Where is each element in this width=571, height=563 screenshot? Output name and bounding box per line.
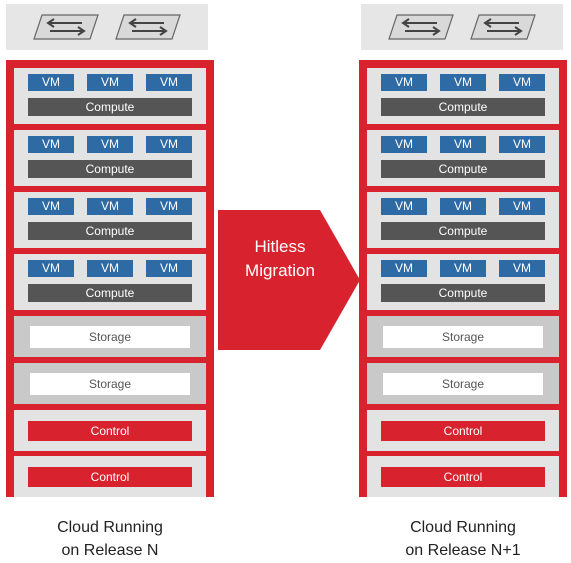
- vm-box: VM: [87, 198, 133, 215]
- vm-box: VM: [499, 136, 545, 153]
- vm-box: VM: [146, 260, 192, 277]
- storage-node: Storage: [367, 316, 559, 357]
- compute-node: VM VM VM Compute: [367, 130, 559, 186]
- migration-label-line: Migration: [245, 261, 315, 280]
- control-label: Control: [28, 421, 192, 441]
- compute-label: Compute: [28, 222, 192, 240]
- vm-box: VM: [440, 74, 486, 91]
- vm-box: VM: [499, 198, 545, 215]
- switch-bar-left: [6, 4, 208, 50]
- storage-label: Storage: [383, 373, 543, 395]
- vm-box: VM: [87, 74, 133, 91]
- compute-label: Compute: [28, 160, 192, 178]
- vm-box: VM: [146, 198, 192, 215]
- compute-label: Compute: [381, 160, 545, 178]
- storage-node: Storage: [367, 363, 559, 404]
- compute-label: Compute: [381, 284, 545, 302]
- vm-box: VM: [381, 198, 427, 215]
- storage-label: Storage: [30, 326, 190, 348]
- vm-box: VM: [87, 260, 133, 277]
- compute-node: VM VM VM Compute: [14, 254, 206, 310]
- vm-box: VM: [381, 260, 427, 277]
- compute-node: VM VM VM Compute: [367, 68, 559, 124]
- compute-node: VM VM VM Compute: [14, 68, 206, 124]
- control-label: Control: [28, 467, 192, 487]
- cloud-caption-release-n: Cloud Running on Release N: [6, 516, 214, 562]
- vm-box: VM: [87, 136, 133, 153]
- storage-node: Storage: [14, 363, 206, 404]
- control-node: Control: [14, 410, 206, 451]
- vm-box: VM: [440, 136, 486, 153]
- network-switch-icon: [114, 12, 182, 42]
- compute-node: VM VM VM Compute: [367, 192, 559, 248]
- migration-arrow-icon: [218, 210, 360, 350]
- migration-label: Hitless Migration: [220, 235, 340, 283]
- caption-line: on Release N: [61, 542, 159, 559]
- migration-label-line: Hitless: [254, 237, 306, 256]
- compute-label: Compute: [28, 98, 192, 116]
- vm-box: VM: [146, 74, 192, 91]
- storage-label: Storage: [383, 326, 543, 348]
- compute-node: VM VM VM Compute: [367, 254, 559, 310]
- caption-line: on Release N+1: [405, 542, 521, 559]
- cloud-rack-release-n: VM VM VM Compute VM VM VM Compute VM VM …: [6, 60, 214, 497]
- vm-box: VM: [499, 74, 545, 91]
- compute-label: Compute: [28, 284, 192, 302]
- compute-node: VM VM VM Compute: [14, 192, 206, 248]
- control-node: Control: [367, 410, 559, 451]
- control-label: Control: [381, 421, 545, 441]
- storage-label: Storage: [30, 373, 190, 395]
- network-switch-icon: [387, 12, 455, 42]
- network-switch-icon: [32, 12, 100, 42]
- vm-box: VM: [28, 260, 74, 277]
- storage-node: Storage: [14, 316, 206, 357]
- cloud-rack-release-n-plus-1: VM VM VM Compute VM VM VM Compute VM VM …: [359, 60, 567, 497]
- vm-box: VM: [28, 136, 74, 153]
- vm-box: VM: [28, 74, 74, 91]
- compute-node: VM VM VM Compute: [14, 130, 206, 186]
- control-node: Control: [367, 456, 559, 497]
- switch-bar-right: [361, 4, 563, 50]
- compute-label: Compute: [381, 98, 545, 116]
- compute-label: Compute: [381, 222, 545, 240]
- vm-box: VM: [28, 198, 74, 215]
- caption-line: Cloud Running: [57, 519, 163, 536]
- vm-box: VM: [381, 136, 427, 153]
- caption-line: Cloud Running: [410, 519, 516, 536]
- vm-box: VM: [146, 136, 192, 153]
- vm-box: VM: [440, 198, 486, 215]
- control-label: Control: [381, 467, 545, 487]
- vm-box: VM: [381, 74, 427, 91]
- vm-box: VM: [440, 260, 486, 277]
- cloud-caption-release-n-plus-1: Cloud Running on Release N+1: [359, 516, 567, 562]
- network-switch-icon: [469, 12, 537, 42]
- vm-box: VM: [499, 260, 545, 277]
- control-node: Control: [14, 456, 206, 497]
